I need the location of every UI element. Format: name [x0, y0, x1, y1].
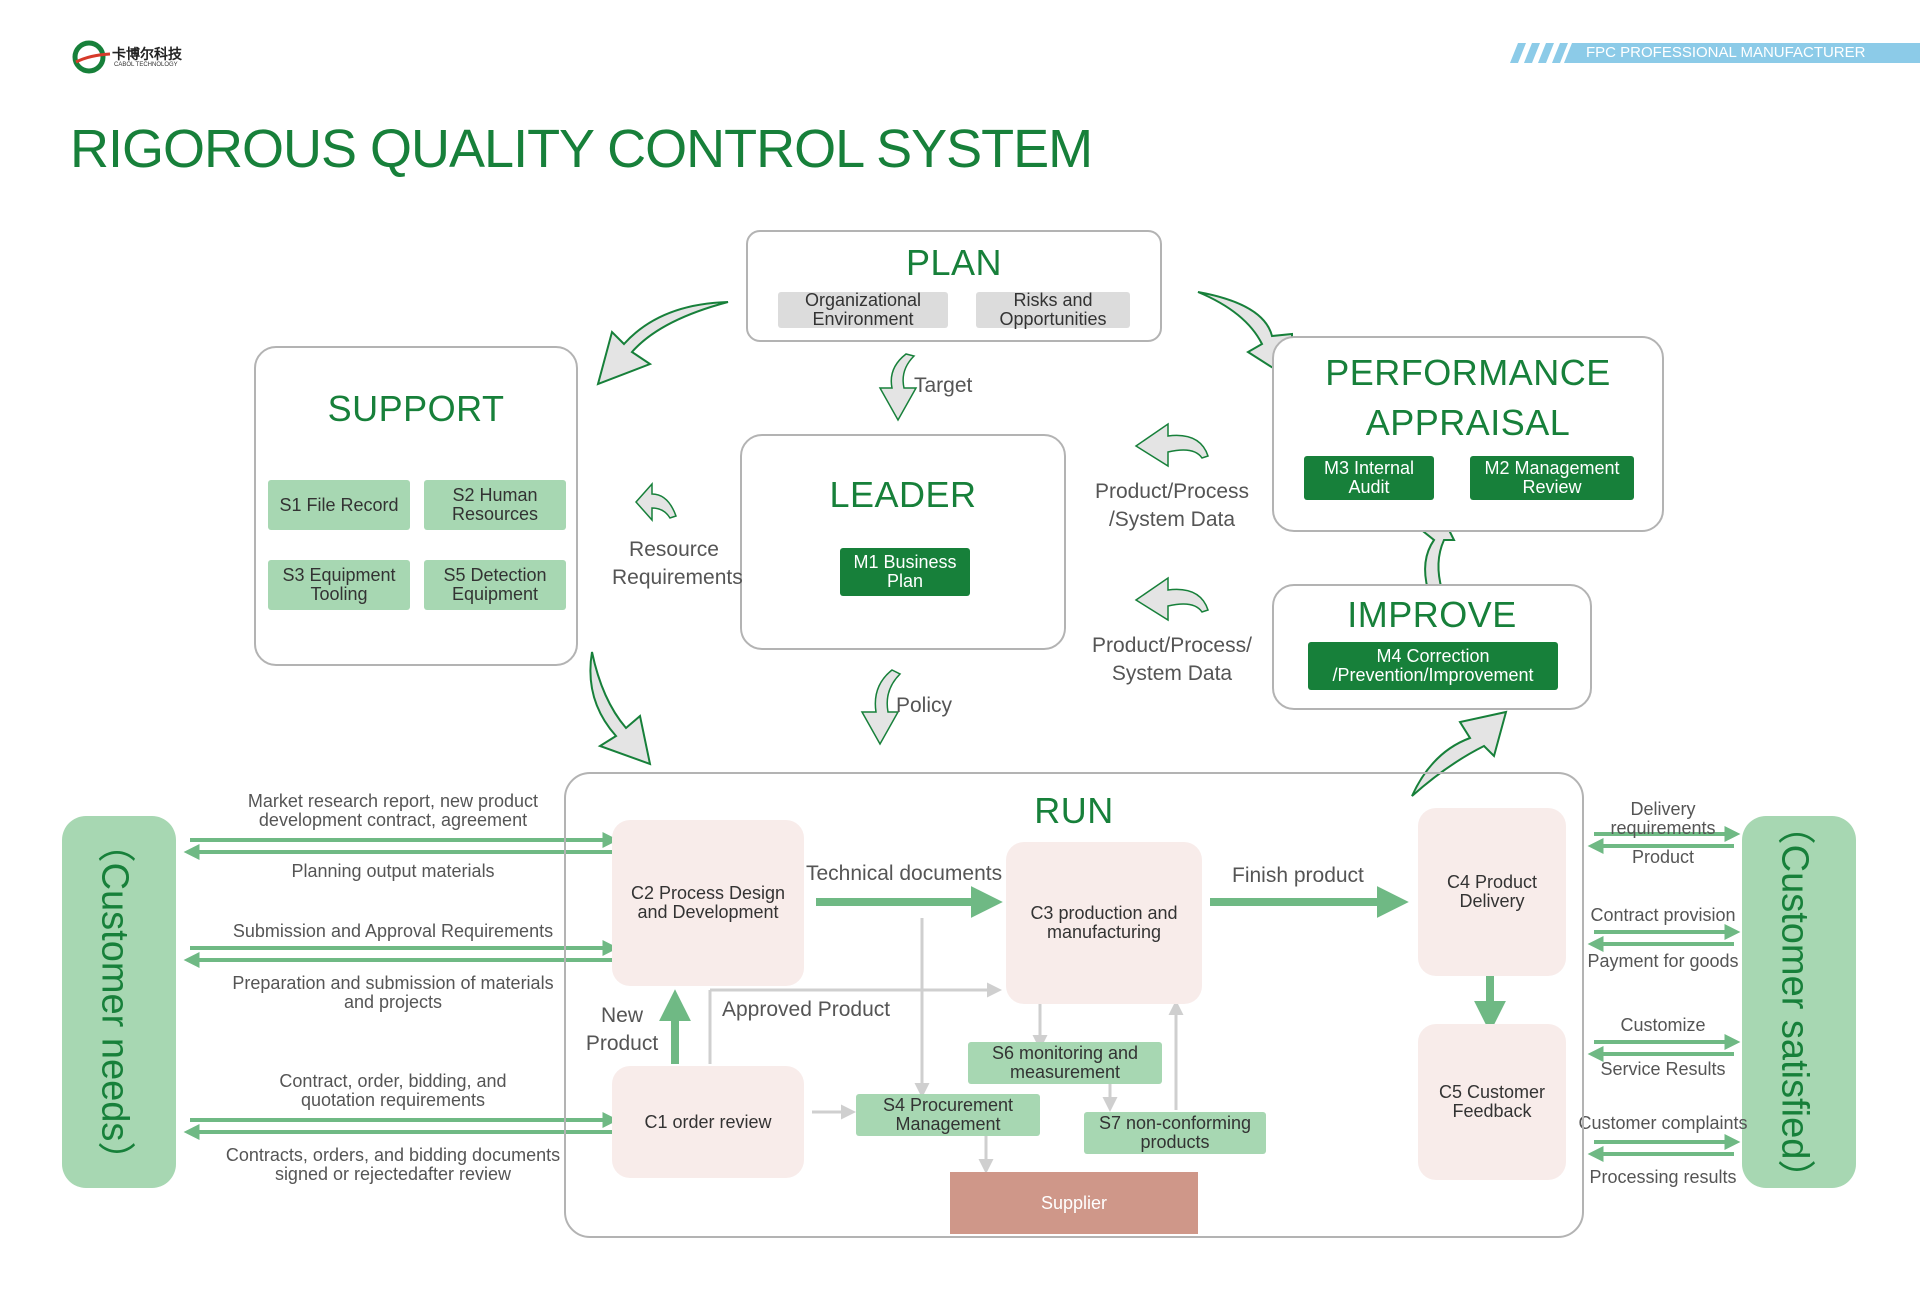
header-tag-text: FPC PROFESSIONAL MANUFACTURER — [1586, 44, 1866, 61]
product-data-arrow-1 — [1134, 422, 1209, 468]
right-label-delivery-requirements: Delivery requirements — [1610, 799, 1716, 838]
left-label-submission-approval: Submission and Approval Requirements — [232, 921, 554, 941]
left-label-contract-order: Contract, order, bidding, and quotation … — [279, 1071, 507, 1110]
performance-box: PERFORMANCE APPRAISAL M3 Internal Audit … — [1272, 336, 1664, 532]
c5-customer-feedback: C5 Customer Feedback — [1418, 1024, 1566, 1180]
support-item-human-resources: S2 Human Resources — [424, 480, 566, 530]
plan-box: PLAN Organizational Environment Risks an… — [746, 230, 1162, 342]
support-to-run-arrow — [589, 651, 652, 766]
leader-item-business-plan: M1 Business Plan — [840, 548, 970, 596]
plan-item-org-environment: Organizational Environment — [778, 291, 948, 329]
leader-box: LEADER M1 Business Plan — [740, 434, 1066, 650]
right-label-contract-provision: Contract provision — [1590, 905, 1736, 925]
header-tag-bar: FPC PROFESSIONAL MANUFACTURER — [1510, 43, 1920, 63]
customer-needs-label: （Customer needs） — [93, 824, 136, 1180]
support-item-equipment-tooling: S3 Equipment Tooling — [268, 560, 410, 610]
plan-title: PLAN — [905, 242, 1003, 283]
technical-documents-label: Technical documents — [806, 862, 1003, 885]
improve-title: IMPROVE — [1347, 594, 1517, 635]
performance-title-line1: PERFORMANCE — [1325, 352, 1611, 393]
performance-item-management-review: M2 Management Review — [1470, 456, 1634, 500]
left-label-planning-output: Planning output materials — [291, 861, 495, 881]
s6-monitoring: S6 monitoring and measurement — [968, 1042, 1162, 1084]
product-data-arrow-2 — [1134, 576, 1209, 622]
leader-title: LEADER — [829, 474, 977, 515]
support-box: SUPPORT S1 File Record S2 Human Resource… — [254, 346, 578, 666]
improve-item-correction: M4 Correction /Prevention/Improvement — [1308, 642, 1558, 690]
page-title: RIGOROUS QUALITY CONTROL SYSTEM — [70, 119, 1093, 179]
brand-logo: 卡博尔科技 CABOL TECHNOLOGY — [70, 40, 200, 74]
plan-to-support-arrow — [596, 301, 729, 386]
c3-production: C3 production and manufacturing — [1006, 842, 1202, 1004]
c1-order-review: C1 order review — [612, 1066, 804, 1178]
performance-item-internal-audit: M3 Internal Audit — [1304, 456, 1434, 500]
brand-name-en: CABOL TECHNOLOGY — [114, 62, 178, 68]
run-to-improve-arrow — [1411, 710, 1508, 797]
stripes-icon — [1510, 43, 1920, 63]
c4-product-delivery: C4 Product Delivery — [1418, 808, 1566, 976]
s4-procurement: S4 Procurement Management — [856, 1094, 1040, 1136]
left-label-preparation-submission: Preparation and submission of materials … — [232, 973, 554, 1012]
right-label-processing-results: Processing results — [1589, 1167, 1737, 1187]
run-box: RUN — [564, 772, 1584, 1238]
finish-product-label: Finish product — [1232, 864, 1364, 887]
run-title: RUN — [1034, 790, 1114, 831]
target-arrow — [878, 353, 918, 422]
right-label-service-results: Service Results — [1600, 1059, 1726, 1079]
right-label-payment: Payment for goods — [1587, 951, 1739, 971]
support-item-file-record: S1 File Record — [268, 480, 410, 530]
policy-label: Policy — [896, 694, 953, 717]
customer-needs-bar: （Customer needs） — [62, 816, 176, 1188]
left-label-market-research: Market research report, new product deve… — [247, 791, 539, 830]
customer-satisfied-label: （Customer satisfied） — [1773, 806, 1816, 1198]
improve-box: IMPROVE M4 Correction /Prevention/Improv… — [1272, 584, 1592, 710]
resource-arrow — [634, 482, 677, 522]
right-label-customize: Customize — [1620, 1015, 1706, 1035]
resource-requirements-label: Resource Requirements — [612, 538, 743, 589]
right-label-customer-complaints: Customer complaints — [1578, 1113, 1748, 1133]
policy-arrow — [860, 669, 902, 746]
performance-title-line2: APPRAISAL — [1365, 402, 1571, 443]
logo-icon — [72, 40, 111, 74]
supplier-box: Supplier — [950, 1172, 1198, 1234]
target-label: Target — [914, 374, 973, 397]
left-label-contracts-signed: Contracts, orders, and bidding documents… — [225, 1145, 561, 1184]
support-item-detection-equipment: S5 Detection Equipment — [424, 560, 566, 610]
approved-product-label: Approved Product — [722, 998, 891, 1021]
new-product-label: New Product — [585, 1004, 659, 1055]
product-data-label-1: Product/Process /System Data — [1094, 480, 1250, 531]
s7-non-conforming: S7 non-conforming products — [1084, 1112, 1266, 1154]
brand-name-cn: 卡博尔科技 — [112, 46, 182, 62]
plan-item-risks: Risks and Opportunities — [976, 291, 1130, 329]
support-title: SUPPORT — [327, 388, 505, 429]
right-label-product: Product — [1631, 847, 1695, 867]
product-data-label-2: Product/Process/ System Data — [1092, 634, 1252, 685]
customer-satisfied-bar: （Customer satisfied） — [1742, 807, 1856, 1197]
c2-process-design: C2 Process Design and Development — [612, 820, 804, 986]
